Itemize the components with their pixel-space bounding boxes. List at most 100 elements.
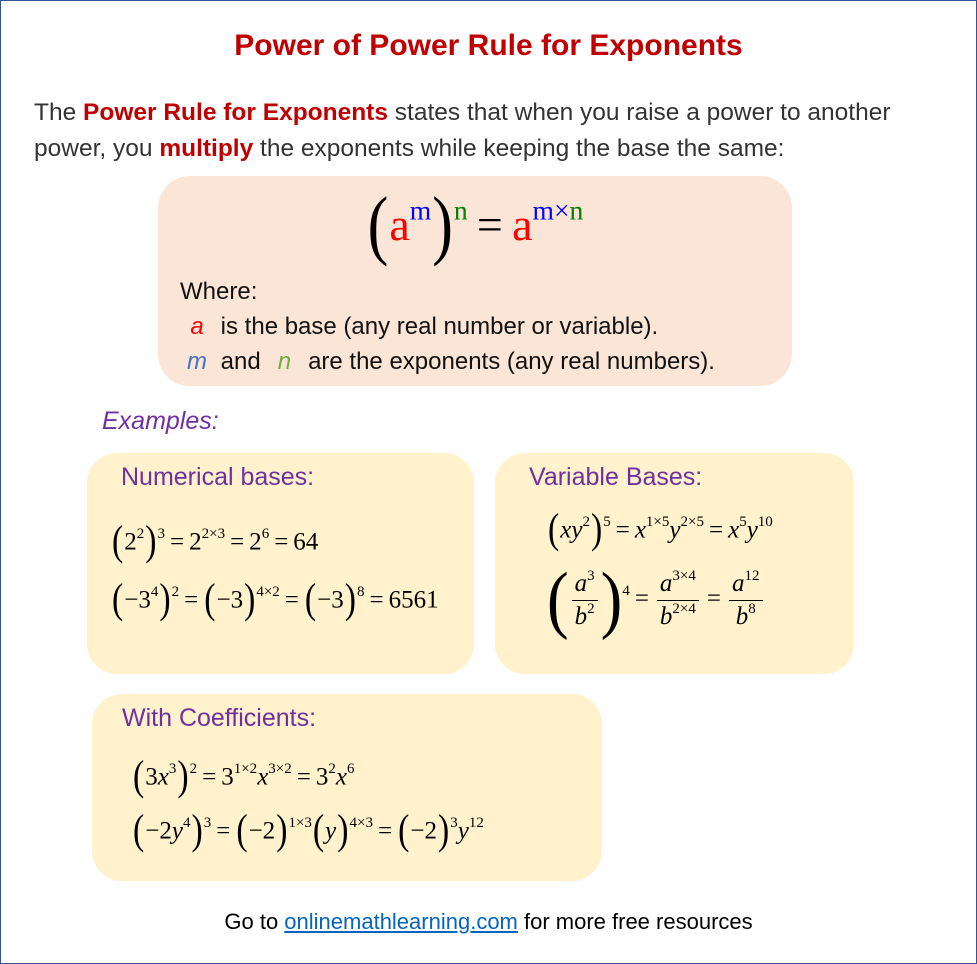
large-parenthesis: ( — [547, 558, 569, 642]
where-label: Where: — [180, 278, 258, 305]
math-term: b — [574, 603, 588, 630]
rule-equation: (am)n = am×n — [158, 182, 792, 267]
intro-text: The — [34, 99, 84, 126]
exponent: 1×2 — [233, 761, 258, 778]
parenthesis: ( — [548, 506, 560, 553]
parenthesis: ( — [236, 807, 248, 854]
exponent: 2 — [189, 761, 198, 778]
coefficients-box: With Coefficients: (3x3)2 = 31×2x3×2 = 3… — [92, 694, 602, 881]
parenthesis: ( — [133, 753, 145, 800]
intro-highlight: Power Rule for Exponents — [83, 99, 388, 126]
exponent: m — [409, 194, 432, 226]
denominator: b8 — [733, 601, 759, 634]
parenthesis: ) — [276, 807, 288, 854]
numerator: a12 — [729, 568, 763, 601]
math-term: −2 — [410, 817, 437, 845]
math-term: = 3 — [291, 763, 329, 791]
parenthesis: ( — [204, 576, 216, 623]
math-term: x — [157, 763, 169, 791]
parenthesis: ) — [590, 506, 603, 553]
denominator: b2 — [572, 601, 598, 634]
var-m: m — [187, 348, 207, 375]
math-term: = — [467, 199, 513, 251]
denominator: b2×4 — [657, 601, 699, 634]
parenthesis: ) — [191, 807, 203, 854]
exponent: 1×3 — [288, 815, 312, 832]
examples-label: Examples: — [102, 407, 219, 435]
exponent: 2×4 — [672, 600, 696, 617]
example-equation: (−34)2 = (−3)4×2 = (−3)8 = 6561 — [111, 576, 439, 622]
math-term: y — [746, 516, 758, 544]
math-term: 2 — [124, 528, 137, 556]
parenthesis: ) — [344, 576, 357, 623]
exponent: 4×2 — [256, 584, 280, 601]
math-term: = 3 — [197, 763, 234, 791]
large-parenthesis: ) — [600, 558, 623, 642]
math-term: b — [735, 603, 749, 630]
box-heading: Variable Bases: — [529, 463, 703, 491]
footer-text: for more free resources — [517, 909, 753, 934]
exponent: m×n — [532, 194, 584, 226]
exponent: 3×4 — [672, 567, 696, 584]
site-link[interactable]: onlinemathlearning.com — [284, 909, 518, 934]
math-term: −3 — [124, 586, 151, 614]
exponent: 6 — [346, 761, 355, 778]
exponent: n — [453, 194, 468, 226]
math-term: = 64 — [269, 528, 319, 556]
exponent: 1×5 — [645, 514, 670, 531]
math-term: = — [703, 516, 729, 544]
math-term: = — [372, 817, 398, 845]
parenthesis: ( — [133, 807, 145, 854]
rule-box: (am)n = am×n Where: a is the base (any r… — [158, 176, 792, 386]
math-term: = — [211, 817, 236, 845]
parenthesis: ( — [112, 518, 124, 565]
parenthesis: ( — [312, 807, 325, 854]
exponent: 12 — [468, 815, 484, 832]
var-a: a — [190, 313, 204, 340]
math-term: = — [701, 585, 726, 613]
numerical-bases-box: Numerical bases: (22)3 = 22×3 = 26 = 64 … — [87, 453, 474, 674]
parenthesis: ) — [244, 576, 256, 623]
exponent: 3 — [450, 815, 458, 832]
where-and: and — [220, 348, 261, 375]
intro-highlight: multiply — [159, 135, 254, 162]
math-term: xy — [560, 516, 583, 544]
exponent: 2 — [171, 584, 180, 601]
exponent: 4 — [150, 584, 159, 601]
exponent: 2×5 — [680, 514, 704, 531]
numerator: a3×4 — [656, 567, 699, 601]
example-equation: (22)3 = 22×3 = 26 = 64 — [111, 518, 319, 564]
exponent: 2×3 — [201, 526, 226, 543]
math-term: x — [335, 763, 347, 791]
parenthesis: ( — [367, 182, 389, 268]
parenthesis: ) — [337, 807, 349, 854]
math-term: a — [732, 569, 745, 597]
math-term: = — [610, 516, 635, 544]
math-term: b — [659, 603, 673, 630]
math-term: y — [669, 516, 681, 544]
math-term: −3 — [317, 586, 344, 614]
math-term: = 6561 — [364, 586, 439, 614]
exponent: 3 — [587, 567, 595, 584]
variable-bases-box: Variable Bases: (xy2)5 = x1×5y2×5 = x5y1… — [495, 453, 854, 674]
math-term: −3 — [216, 586, 244, 614]
exponent: 8 — [748, 600, 756, 617]
math-term: y — [325, 817, 337, 845]
footer: Go to onlinemathlearning.com for more fr… — [1, 909, 976, 935]
exponent: 5 — [603, 514, 611, 531]
exponent: 4 — [622, 582, 630, 599]
parenthesis: ) — [432, 182, 453, 268]
math-term: x — [257, 763, 269, 791]
intro-text: states that when you raise a power to an… — [34, 99, 891, 162]
math-term: −2 — [145, 817, 172, 845]
parenthesis: ) — [145, 518, 157, 565]
where-text: are the exponents (any real numbers). — [308, 348, 715, 375]
math-term: y — [171, 817, 183, 845]
math-term: a — [512, 199, 533, 251]
page-title: Power of Power Rule for Exponents — [234, 29, 743, 62]
footer-text: Go to — [224, 909, 285, 934]
math-term: 3 — [145, 763, 158, 791]
